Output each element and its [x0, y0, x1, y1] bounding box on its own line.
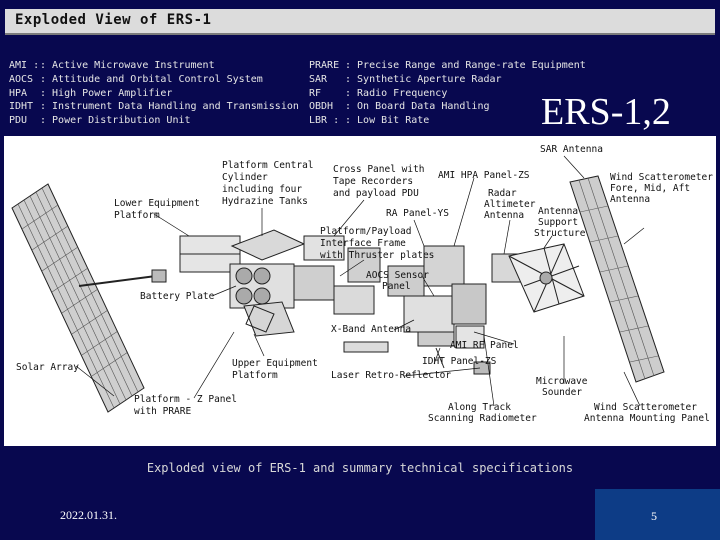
leader-lines: [75, 155, 645, 407]
label-radar-altimeter: Altimeter: [484, 199, 536, 210]
label-ami-rf-panel: AMI RF Panel: [450, 340, 519, 351]
label-platform-payload: Platform/Payload: [320, 226, 412, 237]
abbr-key: RF: [309, 87, 322, 99]
label-cross-panel: and payload PDU: [333, 188, 419, 199]
page-number-box: 5: [595, 489, 720, 540]
label-antenna-support: Antenna: [538, 206, 579, 217]
label-idht-panel: IDHT Panel-ZS: [422, 356, 497, 367]
abbr-desc: : Instrument Data Handling and Transmiss…: [40, 101, 299, 113]
label-x-band-antenna: X-Band Antenna: [331, 324, 412, 335]
label-platform-central: Cylinder: [222, 172, 268, 183]
label-aocs-sensor: Panel: [382, 281, 411, 292]
label-cross-panel: Cross Panel with: [333, 164, 425, 175]
abbreviation-row: IDHT : Instrument Data Handling and Trans…: [9, 100, 309, 114]
abbr-desc: : Precise Range and Range-rate Equipment: [345, 60, 586, 71]
abbr-key: PRARE: [309, 60, 340, 71]
sar-antenna-drawing: [569, 175, 665, 383]
label-microwave-sounder: Microwave: [536, 376, 588, 387]
abbr-key: SAR: [309, 73, 328, 85]
abbr-key: HPA: [9, 87, 28, 99]
label-wind-mounting-panel: Antenna Mounting Panel: [584, 413, 710, 424]
abbreviation-list-left: AMI :: Active Microwave Instrument AOCS:…: [9, 59, 309, 128]
abbr-desc: : Power Distribution Unit: [40, 115, 191, 127]
label-platform-z-panel: Platform - Z Panel: [134, 394, 237, 405]
abbr-desc: : Low Bit Rate: [345, 115, 430, 127]
abbr-desc: : Attitude and Orbital Control System: [40, 73, 263, 85]
label-lower-equipment: Lower Equipment: [114, 198, 200, 209]
abbr-desc: : Radio Frequency: [345, 87, 448, 99]
label-sar-antenna: SAR Antenna: [540, 144, 603, 155]
antenna-support-drawing: [508, 243, 585, 313]
exploded-view-diagram: SAR Antenna Wind Scatterometer Fore, Mid…: [4, 136, 716, 446]
satellite-drawing: [11, 155, 665, 413]
abbr-desc: : High Power Amplifier: [40, 87, 173, 99]
label-solar-array: Solar Array: [16, 362, 79, 373]
page-number: 5: [651, 509, 657, 523]
label-microwave-sounder: Sounder: [542, 387, 583, 398]
label-antenna-support: Support: [538, 217, 579, 228]
abbreviation-row: RF : Radio Frequency: [309, 87, 569, 101]
satellite-heading: ERS-1,2: [541, 91, 671, 133]
label-antenna-support: Structure: [534, 228, 586, 239]
label-upper-equipment: Upper Equipment: [232, 358, 318, 369]
abbr-desc: : Active Microwave Instrument: [40, 60, 215, 71]
figure-caption: Exploded view of ERS-1 and summary techn…: [146, 461, 574, 475]
abbr-desc: : Synthetic Aperture Radar: [345, 73, 502, 85]
label-laser-retro-reflector: Laser Retro-Reflector: [331, 370, 452, 381]
label-ami-hpa-panel: AMI HPA Panel-ZS: [438, 170, 530, 181]
abbreviation-row: OBDH : On Board Data Handling: [309, 100, 569, 114]
solar-array-drawing: [11, 183, 167, 413]
slide-date: 2022.01.31.: [60, 508, 117, 522]
abbreviation-row: PRARE : Precise Range and Range-rate Equi…: [309, 59, 586, 73]
label-cross-panel: Tape Recorders: [333, 176, 414, 187]
label-ra-panel: RA Panel-YS: [386, 208, 449, 219]
label-platform-payload: Interface Frame: [320, 238, 406, 249]
label-wind-scatterometer: Antenna: [610, 194, 651, 205]
label-along-track-radiometer: Along Track: [448, 402, 511, 413]
label-platform-central: Platform Central: [222, 160, 314, 171]
abbr-desc: : On Board Data Handling: [345, 101, 490, 113]
abbreviation-list-right: PRARE : Precise Range and Range-rate Equi…: [309, 59, 586, 128]
label-radar-altimeter: Radar: [488, 188, 517, 199]
label-platform-z-panel: with PRARE: [134, 406, 192, 417]
abbr-key: PDU: [9, 115, 28, 127]
abbreviation-row: SAR : Synthetic Aperture Radar: [309, 73, 569, 87]
label-lower-equipment: Platform: [114, 210, 160, 221]
slide-title-bar: Exploded View of ERS-1: [5, 9, 715, 35]
label-aocs-sensor: AOCS Sensor: [366, 270, 429, 281]
abbr-key: LBR :: [309, 115, 340, 127]
abbr-key: AOCS: [9, 73, 34, 85]
label-wind-mounting-panel: Wind Scatterometer: [594, 402, 697, 413]
abbr-key: AMI :: [9, 60, 40, 71]
label-wind-scatterometer: Fore, Mid, Aft: [610, 183, 691, 194]
label-platform-central: including four: [222, 184, 303, 195]
abbreviation-row: HPA : High Power Amplifier: [9, 87, 309, 101]
abbreviation-row: LBR : : Low Bit Rate: [309, 114, 569, 128]
label-along-track-radiometer: Scanning Radiometer: [428, 413, 537, 424]
slide-title: Exploded View of ERS-1: [15, 12, 212, 28]
label-upper-equipment: Platform: [232, 370, 278, 381]
abbreviation-row: AOCS : Attitude and Orbital Control Syste…: [9, 73, 309, 87]
label-platform-payload: with Thruster plates: [320, 250, 435, 261]
label-wind-scatterometer: Wind Scatterometer: [610, 172, 713, 183]
abbreviation-row: AMI :: Active Microwave Instrument: [9, 59, 309, 73]
abbr-key: OBDH: [309, 101, 334, 113]
abbreviation-row: PDU : Power Distribution Unit: [9, 114, 309, 128]
abbr-key: IDHT: [9, 101, 34, 113]
label-battery-plate: Battery Plate: [140, 291, 215, 302]
label-platform-central: Hydrazine Tanks: [222, 196, 308, 207]
label-radar-altimeter: Antenna: [484, 210, 525, 221]
